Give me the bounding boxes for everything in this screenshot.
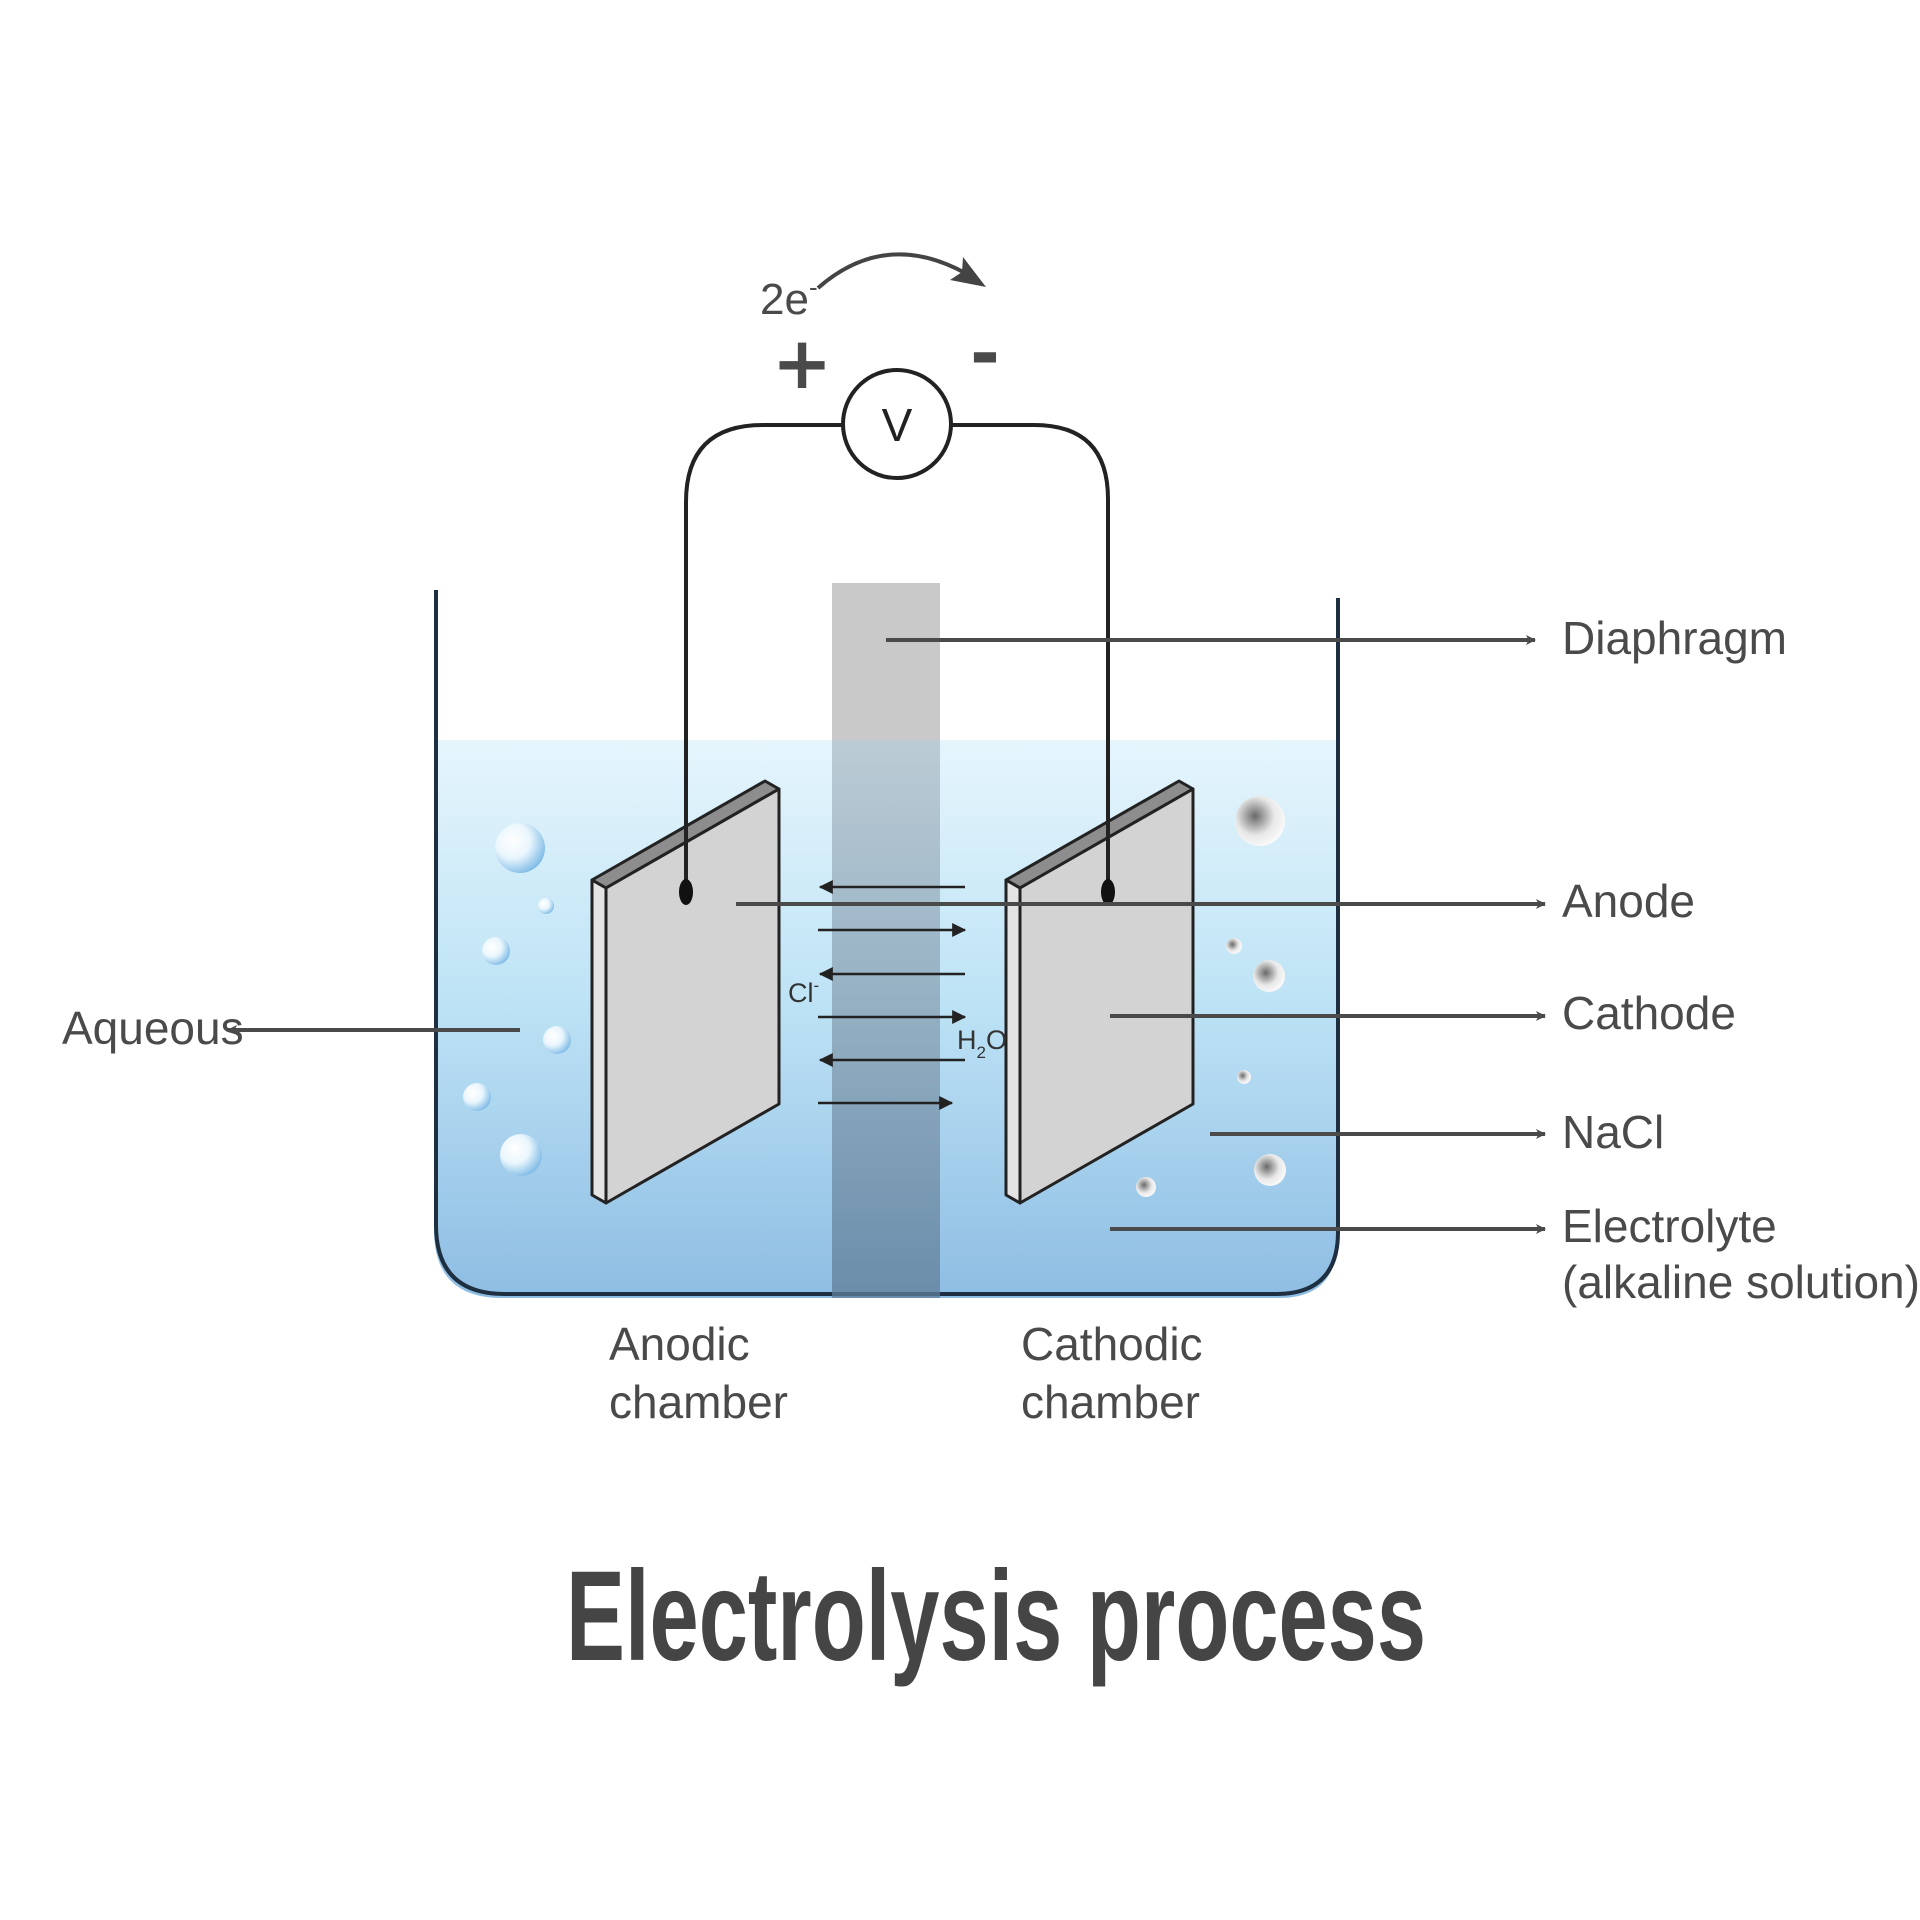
cathodic-chamber-label: Cathodic chamber [1021,1318,1215,1428]
aqueous-label: Aqueous [62,1002,244,1054]
anodic-chamber-line2: chamber [609,1376,788,1428]
bubble [1237,1070,1251,1084]
bubble [463,1083,491,1111]
electrolyte-label: Electrolyte (alkaline solution) [1562,1200,1920,1308]
chloride-ion-label: Cl- [788,976,819,1008]
electron-flow-arrow-head [950,257,986,287]
voltmeter [841,368,953,480]
water-label: H2O [957,1025,1007,1062]
bubble [500,1134,542,1176]
bubble [1226,938,1242,954]
electron-charge: - [809,272,818,302]
anode-wire [684,423,843,890]
ion-migration-arrows [818,880,967,1110]
bubble [1235,796,1285,846]
diaphragm-submerged [832,740,940,1298]
electron-flow-arrow [816,252,979,290]
electron-label: 2e- [760,272,818,324]
anodic-chamber-line1: Anodic [609,1318,750,1370]
cathodic-chamber-line2: chamber [1021,1376,1200,1428]
cathode-wire [951,423,1110,890]
bubble [495,823,545,873]
voltmeter-label: V [882,399,913,451]
electrolyte-label-line1: Electrolyte [1562,1200,1777,1252]
diaphragm-upper [832,583,940,740]
bubble [1254,1154,1286,1186]
cathode-plate [1004,779,1195,1205]
bubble [538,898,554,914]
container-wall [434,590,1340,1296]
negative-terminal: - [970,311,1000,395]
bubble [1136,1177,1156,1197]
page-title: Electrolysis process [566,1545,1426,1688]
anodic-chamber-label: Anodic chamber [609,1318,788,1428]
bubble [543,1026,571,1054]
positive-terminal: + [772,321,832,405]
bubbles [463,796,1286,1197]
bubble [1253,960,1285,992]
diaphragm-label: Diaphragm [1562,612,1787,664]
nacl-label: NaCl [1562,1106,1664,1158]
anode-label: Anode [1562,875,1695,927]
cathodic-chamber-line1: Cathodic [1021,1318,1203,1370]
callout-lines [227,635,1546,1234]
cathode-contact [1101,879,1115,905]
electrolyte-label-line2: (alkaline solution) [1562,1256,1920,1308]
electron-count: 2e [760,275,809,324]
cathode-label: Cathode [1562,987,1736,1039]
anode-contact [679,879,693,905]
bubble [482,937,510,965]
